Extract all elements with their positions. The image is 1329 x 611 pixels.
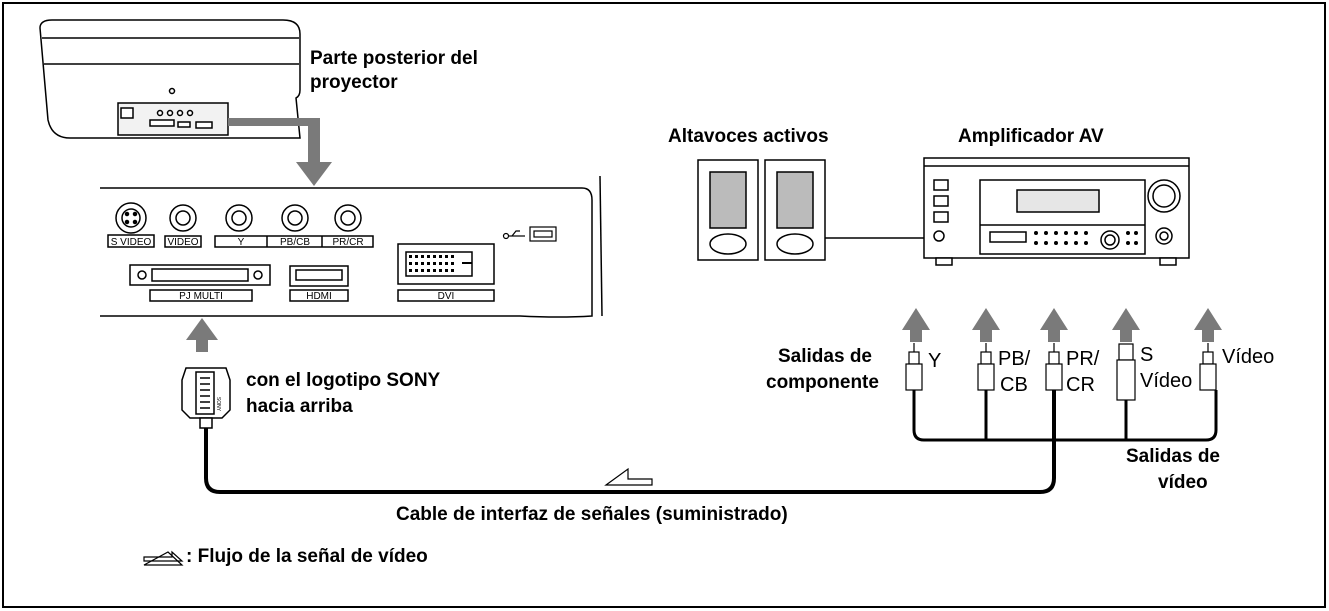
video-outputs-line1: Salidas de [1126,446,1220,467]
legend-flow-arrow-icon [143,550,184,566]
speakers-label: Altavoces activos [668,126,829,147]
panel-hdmi-label: HDMI [306,291,332,302]
pj-multi-connector-plug [181,367,231,429]
output-pb-label-line1: PB/ [998,348,1031,370]
panel-svideo-label: S VIDEO [111,237,152,248]
video-plug [1199,343,1217,391]
connector-orientation-line2: hacia arriba [246,396,353,417]
amplifier-output-arrows [902,308,1222,342]
pr-plug [1045,343,1063,391]
panel-pj-multi-port [129,264,271,302]
dvi-pins [409,255,472,272]
panel-video-label: VIDEO [167,237,198,248]
panel-pr-port [334,204,362,232]
signal-interface-cable [204,388,1056,494]
svideo-plug [1116,343,1136,401]
sony-logo-on-plug: SONY [215,397,221,412]
panel-pb-port [281,204,309,232]
pb-plug [977,343,995,391]
video-outputs-line2: vídeo [1158,472,1208,493]
panel-pr-label: PR/CR [332,237,363,248]
panel-svideo-port [107,202,155,248]
output-svideo-label-line2: Vídeo [1140,370,1193,392]
output-pb-label-line2: CB [1000,374,1028,396]
active-speakers-illustration [697,159,826,261]
projector-rear-title-line1: Parte posterior del [310,48,478,69]
av-amplifier-illustration [923,157,1190,266]
panel-video-port [164,204,202,248]
component-outputs-line2: componente [766,372,879,393]
panel-pb-label: PB/CB [280,237,310,248]
signal-cable-label: Cable de interfaz de señales (suministra… [396,504,788,525]
panel-y-label: Y [238,237,245,248]
y-plug [905,343,923,391]
output-y-label: Y [928,350,942,372]
legend-label: : Flujo de la señal de vídeo [186,546,428,567]
projector-rear-title-line2: proyector [310,72,398,93]
output-cables [912,390,1218,442]
panel-hdmi-port [289,265,349,302]
component-outputs-line1: Salidas de [778,346,872,367]
output-pr-label-line2: CR [1066,374,1095,396]
output-pr-label-line1: PR/ [1066,348,1100,370]
amplifier-front-buttons [1034,231,1138,245]
output-video-label: Vídeo [1222,346,1275,368]
panel-pj-multi-label: PJ MULTI [179,291,223,302]
signal-flow-arrow [604,467,653,486]
usb-icon [502,226,557,242]
connector-orientation-line1: con el logotipo SONY [246,370,441,391]
panel-y-port [225,204,253,232]
projector-callout-arrow [228,118,332,186]
output-svideo-label-line1: S [1140,344,1154,366]
pj-multi-input-arrow [186,318,218,352]
panel-dvi-label: DVI [438,291,455,302]
amplifier-label: Amplificador AV [958,126,1104,147]
